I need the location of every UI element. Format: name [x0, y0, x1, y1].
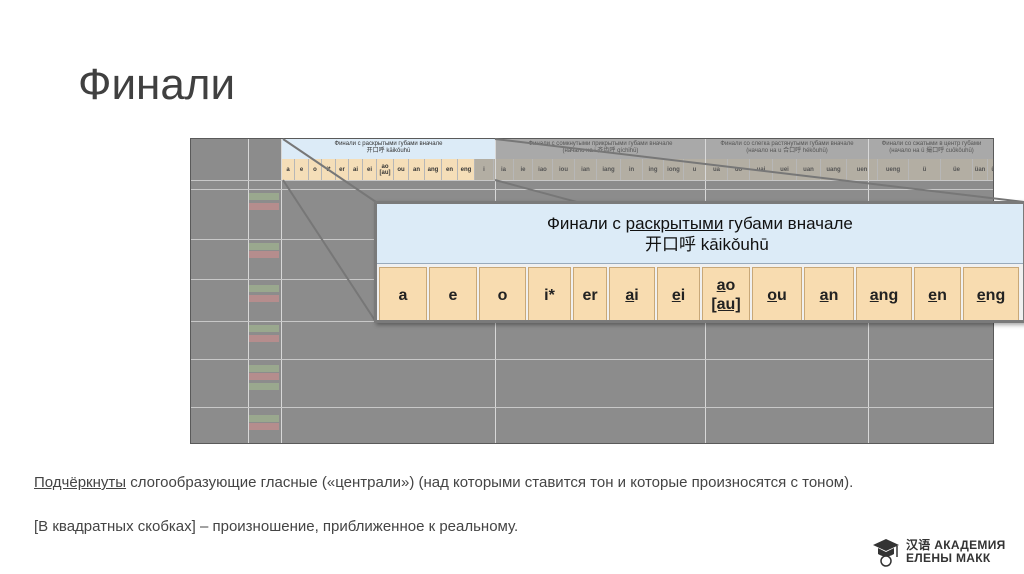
zoomed-finals-callout: Финали с раскрытыми губами вначале 开口呼 k… [374, 201, 1024, 323]
final-cell: ao[au] [702, 267, 750, 320]
mini-cell: ang [425, 159, 442, 180]
mini-cell: ü [909, 159, 941, 180]
mini-cell: ou [394, 159, 409, 180]
mini-cell: uai [750, 159, 773, 180]
final-cell: eng [963, 267, 1019, 320]
mini-cell: ian [575, 159, 597, 180]
academy-logo: 汉语 АКАДЕМИЯ ЕЛЕНЫ МАКК [872, 537, 1006, 567]
mini-cell: ia [494, 159, 514, 180]
note-underline: Подчёркнуты слогообразующие гласные («це… [34, 474, 854, 491]
mini-cell: uang [821, 159, 847, 180]
logo-cn: 汉语 [906, 538, 931, 552]
mini-cell: ao [au] [377, 159, 394, 180]
final-cell: ei [657, 267, 700, 320]
mini-cell: ün [988, 159, 993, 180]
header-yu-start: Финали со сжатыми в центр губами(начало … [869, 139, 993, 159]
mini-cell: iao [533, 159, 553, 180]
mini-cell: iou [553, 159, 575, 180]
final-cell: an [804, 267, 854, 320]
mini-cell: üan [973, 159, 988, 180]
mini-cell: an [409, 159, 425, 180]
mini-cell: uen [847, 159, 878, 180]
mini-cell: ei [363, 159, 377, 180]
final-cell: o [479, 267, 526, 320]
mini-cell: iong [664, 159, 684, 180]
final-cell: en [914, 267, 961, 320]
slide-title: Финали [78, 60, 236, 109]
mini-cell: in [621, 159, 643, 180]
final-cell: er [573, 267, 607, 320]
mini-cell: a [282, 159, 295, 180]
mini-cell: üe [941, 159, 973, 180]
final-cell: a [379, 267, 427, 320]
mini-cell: i [475, 159, 494, 180]
logo-line2: ЕЛЕНЫ МАКК [906, 551, 991, 565]
logo-line1: АКАДЕМИЯ [934, 538, 1006, 552]
mini-cell: e [295, 159, 309, 180]
zoom-header: Финали с раскрытыми губами вначале 开口呼 k… [377, 204, 1023, 264]
mini-cell: en [442, 159, 458, 180]
mini-cell: ing [643, 159, 664, 180]
mini-cell: ai [349, 159, 363, 180]
final-cell: e [429, 267, 477, 320]
mini-cell: er [336, 159, 349, 180]
final-cell: ai [609, 267, 655, 320]
mini-cell: iang [597, 159, 621, 180]
mini-cell: eng [458, 159, 475, 180]
graduation-cap-icon [873, 539, 899, 567]
mini-cell: ueng [878, 159, 909, 180]
mini-cell: ie [514, 159, 533, 180]
final-cell: ou [752, 267, 802, 320]
note-brackets: [В квадратных скобках] – произношение, п… [34, 518, 519, 535]
final-cell: ang [856, 267, 912, 320]
final-cell: i* [528, 267, 571, 320]
